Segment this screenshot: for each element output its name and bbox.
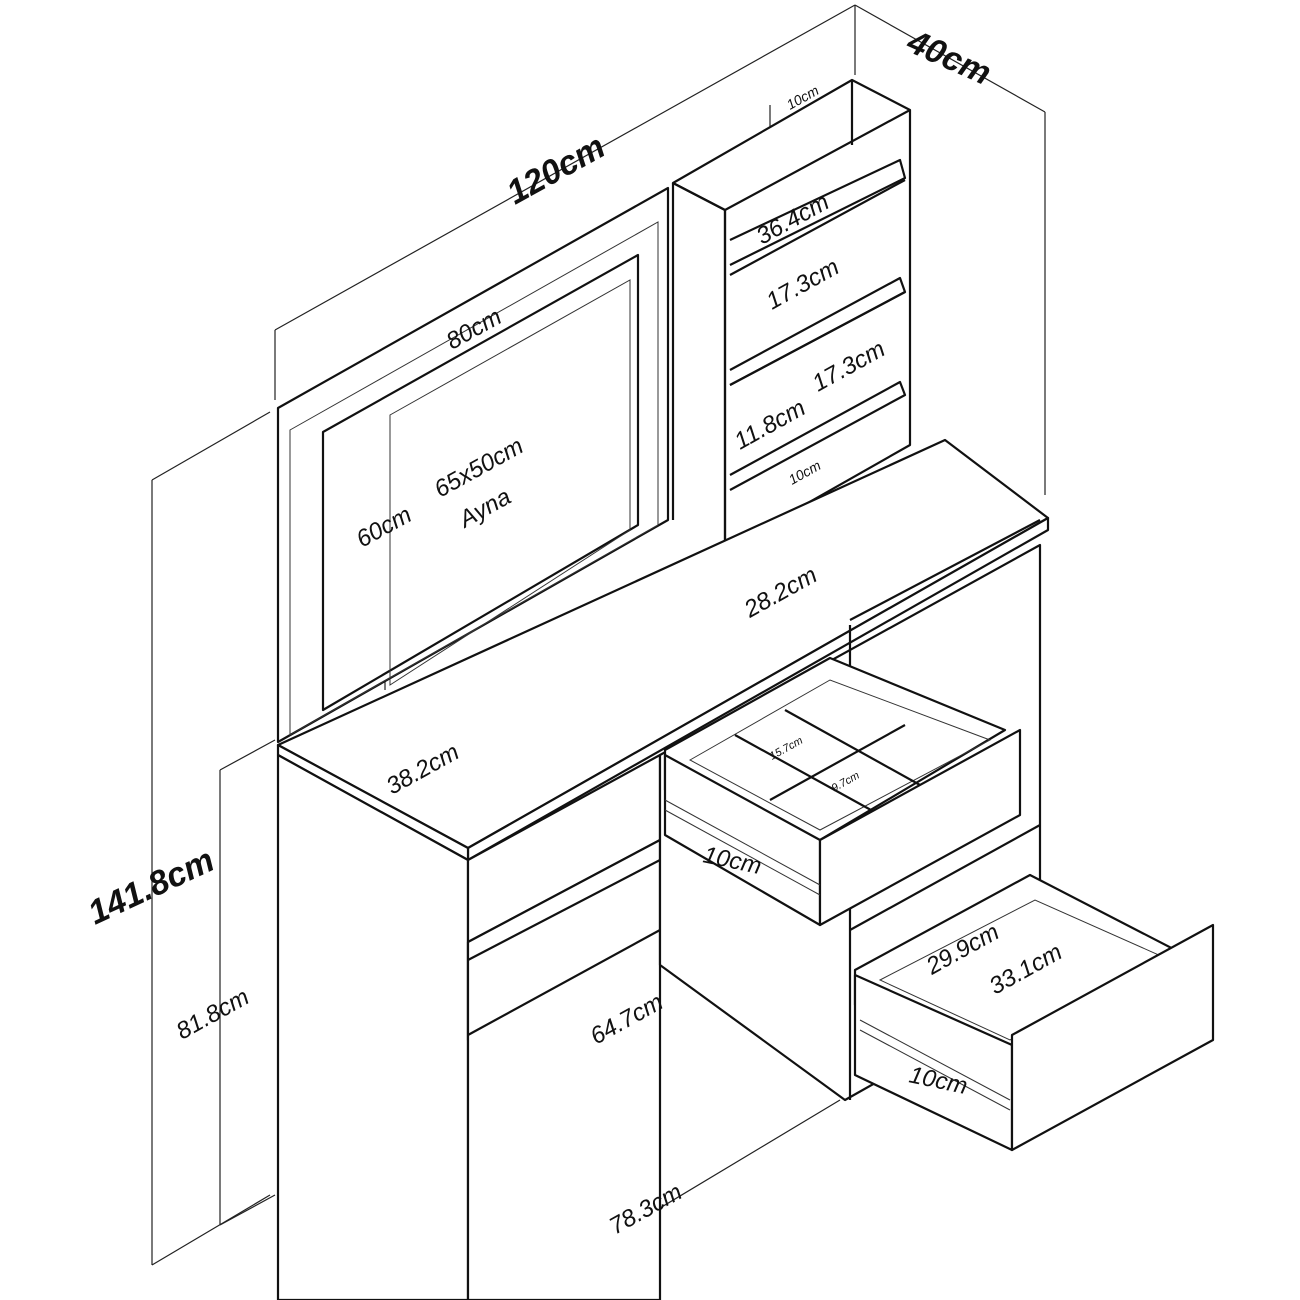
- desk-top: [276, 438, 1050, 862]
- total-depth-label: 40cm: [901, 22, 997, 92]
- mirror-panel: [276, 186, 670, 744]
- shelf-unit: [671, 78, 912, 552]
- desk-height-label: 81.8cm: [172, 983, 254, 1045]
- total-height-label: 141.8cm: [82, 841, 220, 932]
- left-pedestal: [276, 753, 662, 1300]
- upper-drawer: [663, 656, 1022, 927]
- lower-drawer: [853, 873, 1215, 1152]
- total-width-label: 120cm: [500, 127, 611, 212]
